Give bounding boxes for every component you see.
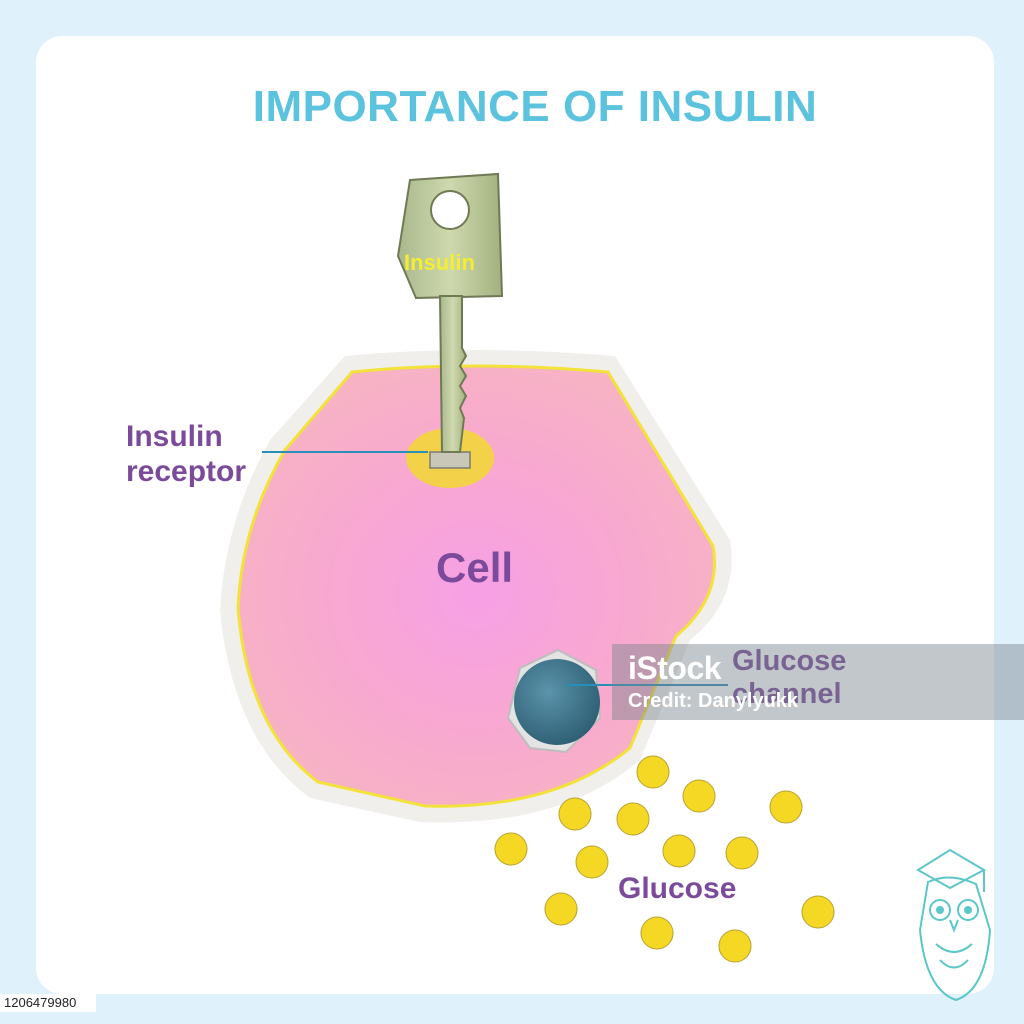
image-id: 1206479980 (0, 994, 96, 1012)
insulin-receptor-label: Insulin receptor (126, 420, 247, 488)
receptor-slot (429, 451, 471, 469)
glucose-label: Glucose (618, 872, 737, 905)
cell-label: Cell (436, 544, 514, 591)
glucose-molecule-icon (558, 797, 592, 831)
owl-graduate-icon (916, 848, 992, 1002)
glucose-molecule-icon (801, 895, 835, 929)
glucose-molecule-icon (769, 790, 803, 824)
glucose-molecule-icon (725, 836, 759, 870)
key-label: Insulin (404, 250, 475, 275)
glucose-channel-icon (506, 648, 602, 754)
watermark-brand: iStock (628, 650, 722, 686)
glucose-molecule-icon (636, 755, 670, 789)
glucose-molecule-icon (640, 916, 674, 950)
glucose-molecule-icon (494, 832, 528, 866)
glucose-molecule-icon (575, 845, 609, 879)
watermark-credit: Credit: Danylyukk (628, 690, 799, 712)
glucose-molecules (494, 755, 835, 963)
key-icon (396, 172, 504, 453)
glucose-molecule-icon (616, 802, 650, 836)
page-title: IMPORTANCE OF INSULIN (252, 82, 818, 131)
glucose-molecule-icon (544, 892, 578, 926)
glucose-molecule-icon (682, 779, 716, 813)
glucose-channel-label: Glucose channel (732, 645, 847, 711)
glucose-molecule-icon (662, 834, 696, 868)
glucose-molecule-icon (718, 929, 752, 963)
watermark-banner: iStock Credit: Danylyukk (612, 644, 1024, 720)
